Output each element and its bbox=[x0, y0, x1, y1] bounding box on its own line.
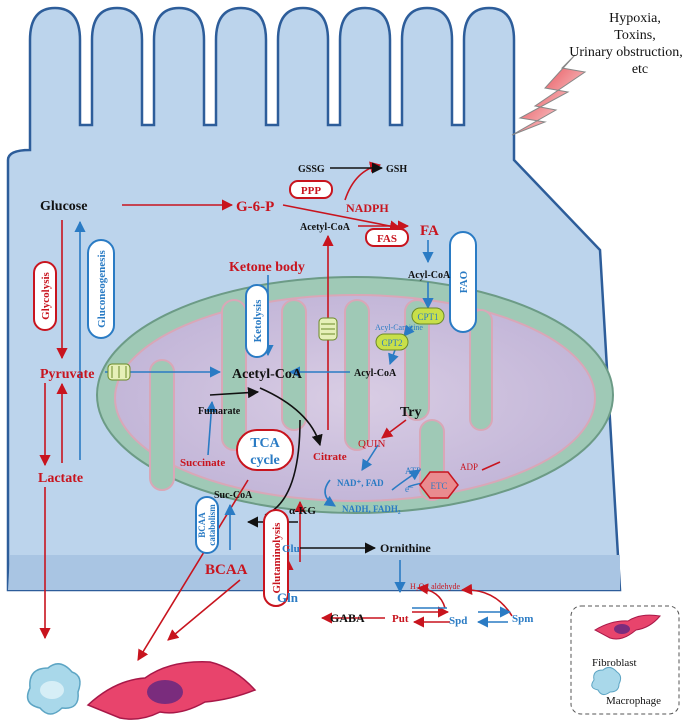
put-label: Put bbox=[392, 613, 409, 625]
suc-coa-label: Suc-CoA bbox=[214, 490, 253, 501]
spd-label: Spd bbox=[449, 615, 467, 627]
etc-hexagon: ETC bbox=[419, 471, 459, 499]
akg-label: α-KG bbox=[289, 505, 316, 517]
ornithine-label: Ornithine bbox=[380, 541, 431, 555]
nad-fad-label: NAD⁺, FAD bbox=[337, 478, 384, 488]
glu-label: Glu bbox=[282, 543, 300, 555]
ketolysis-pill: Ketolysis bbox=[245, 284, 269, 358]
svg-text:BCAA: BCAA bbox=[197, 512, 207, 538]
svg-text:FAO: FAO bbox=[458, 270, 470, 293]
atp-label: ATP bbox=[405, 466, 421, 476]
acyl-carnitine-label: Acyl-Carnitine bbox=[375, 323, 423, 332]
adp-label: ADP bbox=[460, 462, 478, 472]
fao-pill: FAO bbox=[449, 231, 477, 333]
legend-fibroblast-label: Fibroblast bbox=[592, 657, 637, 669]
gluconeogenesis-pill: Gluconeogenesis bbox=[87, 239, 115, 339]
try-label: Try bbox=[400, 405, 422, 420]
svg-text:Hypoxia,: Hypoxia, bbox=[609, 11, 661, 26]
gssg-label: GSSG bbox=[298, 164, 325, 175]
citrate-transporter bbox=[318, 317, 338, 341]
fa-label: FA bbox=[420, 223, 439, 239]
lactate-label: Lactate bbox=[38, 471, 83, 486]
ketone-body-label: Ketone body bbox=[229, 260, 305, 275]
cpt1-pill: CPT1 bbox=[411, 307, 445, 325]
svg-text:TCA: TCA bbox=[250, 436, 280, 451]
gsh-label: GSH bbox=[386, 164, 407, 175]
svg-text:Toxins,: Toxins, bbox=[614, 28, 655, 43]
svg-text:etc: etc bbox=[632, 62, 648, 77]
acetyl-coa-cyto-label: Acetyl-CoA bbox=[300, 222, 351, 233]
glycolysis-pill: Glycolysis bbox=[33, 261, 57, 331]
gln-label: Gln bbox=[277, 590, 299, 605]
acyl-coa-mito-label: Acyl-CoA bbox=[354, 368, 397, 379]
svg-text:Glycolysis: Glycolysis bbox=[40, 271, 52, 319]
svg-text:cycle: cycle bbox=[250, 453, 280, 468]
glucose-label: Glucose bbox=[40, 199, 87, 214]
electron-label: e⁻ bbox=[405, 484, 414, 494]
svg-text:PPP: PPP bbox=[301, 185, 321, 197]
fibroblast-icon bbox=[86, 661, 257, 720]
lightning-bolt-icon bbox=[511, 54, 587, 136]
bcaa-catabolism-pill: BCAA catabolism bbox=[195, 496, 219, 554]
macrophage-icon bbox=[26, 663, 81, 715]
stress-text: Hypoxia, Toxins, Urinary obstruction, et… bbox=[569, 11, 683, 77]
gaba-label: GABA bbox=[330, 611, 365, 625]
svg-text:Glutaminolysis: Glutaminolysis bbox=[271, 522, 283, 594]
g6p-label: G-6-P bbox=[236, 199, 274, 215]
cell-base-shade bbox=[8, 555, 620, 590]
legend-macrophage-label: Macrophage bbox=[606, 695, 661, 707]
svg-text:ETC: ETC bbox=[431, 481, 448, 491]
fumarate-label: Fumarate bbox=[198, 406, 241, 417]
nadph-label: NADPH bbox=[346, 201, 389, 215]
ppp-pill: PPP bbox=[289, 180, 333, 199]
bcaa-label: BCAA bbox=[205, 562, 248, 578]
fas-pill: FAS bbox=[365, 228, 409, 247]
quin-label: QUIN bbox=[358, 438, 386, 450]
nadh-fadh-label: NADH, FADH₂ bbox=[342, 504, 401, 514]
acyl-coa-cyto-label: Acyl-CoA bbox=[408, 270, 451, 281]
legend-macrophage-icon bbox=[591, 666, 622, 696]
pyruvate-label: Pyruvate bbox=[40, 367, 94, 382]
citrate-label: Citrate bbox=[313, 451, 347, 463]
pyruvate-transporter bbox=[107, 363, 131, 381]
svg-text:CPT1: CPT1 bbox=[417, 312, 438, 322]
tca-cycle-pill: TCA cycle bbox=[236, 429, 294, 471]
svg-text:Ketolysis: Ketolysis bbox=[252, 299, 264, 342]
legend: Fibroblast Macrophage bbox=[570, 605, 680, 715]
svg-text:Urinary obstruction,: Urinary obstruction, bbox=[569, 45, 683, 60]
cpt2-pill: CPT2 bbox=[375, 333, 409, 351]
svg-text:FAS: FAS bbox=[377, 233, 397, 245]
svg-text:CPT2: CPT2 bbox=[381, 338, 402, 348]
succinate-label: Succinate bbox=[180, 457, 225, 469]
spm-label: Spm bbox=[512, 613, 533, 625]
acetyl-coa-mito-label: Acetyl-CoA bbox=[232, 367, 303, 382]
h2o2-label: H₂O₂, aldehyde bbox=[410, 582, 460, 591]
svg-text:Gluconeogenesis: Gluconeogenesis bbox=[96, 249, 108, 327]
glutaminolysis-pill: Glutaminolysis bbox=[263, 509, 289, 607]
svg-text:catabolism: catabolism bbox=[207, 504, 217, 546]
